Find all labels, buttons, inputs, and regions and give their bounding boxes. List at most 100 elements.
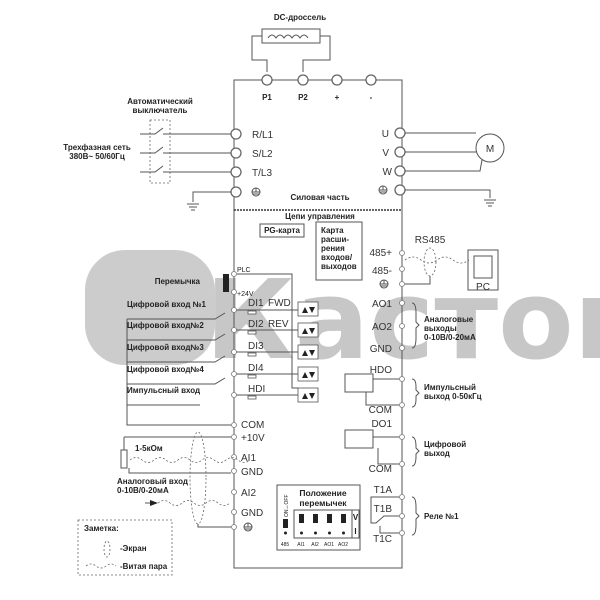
brace xyxy=(411,302,420,349)
terminal-v: V xyxy=(382,148,389,159)
terminal-485-plus: 485+ xyxy=(369,248,392,259)
input-label-hdi: Импульсный вход xyxy=(127,386,200,395)
terminal-t-l3: T/L3 xyxy=(252,168,272,179)
terminal-w: W xyxy=(383,167,393,178)
note-twisted: -Витая пара xyxy=(120,562,168,571)
terminal-gnd: GND xyxy=(370,344,392,355)
pc xyxy=(467,249,499,291)
ext-card-line: расши- xyxy=(321,235,349,244)
pot-label: 1-5кОм xyxy=(135,444,163,453)
arrow-icon xyxy=(150,500,158,506)
terminal-s-l2: S/L2 xyxy=(252,149,273,160)
jumper-col: AO2 xyxy=(338,542,348,548)
terminal-ao2: AO2 xyxy=(372,322,392,333)
terminal-ao1: AO1 xyxy=(372,299,392,310)
optocoupler-icon xyxy=(344,373,374,393)
analog-input-terminals: COM +10V AI1 GND AI2 GND xyxy=(231,420,265,532)
jumper-col: AI2 xyxy=(311,542,319,548)
relay-label: Реле №1 xyxy=(424,512,459,521)
jumper-positions: Положение перемычек ON↔OFF V I 485 AI1 A… xyxy=(276,484,361,551)
relay-contact xyxy=(370,496,399,534)
do-label: Цифровой xyxy=(424,440,466,449)
terminal-plus: + xyxy=(335,93,340,102)
terminal-do1: DO1 xyxy=(371,419,392,430)
ground-icon xyxy=(187,191,231,211)
dc-terminals: P1 P2 + - xyxy=(261,74,377,102)
ao-label: 0-10В/0-20мА xyxy=(424,333,476,342)
input-label-di1: Цифровой вход №1 xyxy=(127,300,207,309)
terminal-com: COM xyxy=(241,420,264,431)
ext-card-line: входов/ xyxy=(321,253,353,262)
ground-icon xyxy=(379,279,389,289)
control-section-label: Цепи управления xyxy=(285,212,355,221)
jumper-title: перемычек xyxy=(299,498,347,508)
on-off-label: ON↔OFF xyxy=(284,495,290,518)
terminal-com: COM xyxy=(369,405,392,416)
ao-label: выходы xyxy=(424,324,457,333)
ext-card-line: Карта xyxy=(321,226,344,235)
terminal-t1a: T1A xyxy=(374,485,393,496)
hdo-label: выход 0-50кГц xyxy=(424,392,482,401)
jumper-col: 485 xyxy=(281,542,290,548)
note-shield: -Экран xyxy=(120,544,147,553)
terminal-ai1: AI1 xyxy=(241,453,256,464)
terminal-t1b: T1B xyxy=(374,504,393,515)
jumper-title: Положение xyxy=(299,488,346,498)
terminal-p2: P2 xyxy=(298,93,308,102)
terminal-minus: - xyxy=(370,93,373,102)
rs485-label: RS485 xyxy=(415,235,446,246)
legend-note: Заметка: -Экран -Витая пара xyxy=(77,519,173,576)
motor-label: M xyxy=(486,144,494,155)
terminal-485-minus: 485- xyxy=(372,266,392,277)
expansion-card-label: Карта расши- рения входов/ выходов xyxy=(321,226,357,271)
analog-input-range: 0-10В/0-20мА xyxy=(117,486,169,495)
do-label: выход xyxy=(424,449,450,458)
terminal-p1: P1 xyxy=(262,93,272,102)
func-fwd: FWD xyxy=(268,298,291,309)
ext-card-line: рения xyxy=(321,244,345,253)
breaker-label: Автоматический xyxy=(127,97,193,106)
jumper xyxy=(223,274,229,292)
digital-inputs: Цифровой вход №1 Цифровой вход№2 Цифрово… xyxy=(126,298,319,426)
terminal-gnd: GND xyxy=(241,508,263,519)
ground-icon xyxy=(378,185,388,195)
terminal-t1c: T1C xyxy=(373,534,392,545)
mains-label: Трехфазная сеть xyxy=(63,143,131,152)
twisted-pair xyxy=(404,256,470,264)
hdo-label: Импульсный xyxy=(424,383,476,392)
terminal-gnd: GND xyxy=(241,467,263,478)
twisted-pair-icon xyxy=(85,563,117,569)
ext-card-line: выходов xyxy=(321,262,357,271)
potentiometer xyxy=(120,449,128,469)
expansion-card xyxy=(315,221,363,281)
terminal-ai2: AI2 xyxy=(241,488,256,499)
input-label-di4: Цифровой вход№4 xyxy=(127,365,204,374)
terminal-di4: DI4 xyxy=(248,363,264,374)
pc-label: PC xyxy=(476,282,490,293)
shield-icon xyxy=(103,540,111,558)
terminal-di1: DI1 xyxy=(248,298,264,309)
jumper-i: I xyxy=(354,527,356,536)
motor xyxy=(475,133,505,163)
terminal-hdo: HDO xyxy=(370,365,392,376)
circuit-breaker xyxy=(149,119,171,184)
mains-voltage: 380В~ 50/60Гц xyxy=(69,152,125,161)
terminal-u: U xyxy=(382,129,389,140)
input-label-di2: Цифровой вход№2 xyxy=(127,321,204,330)
jumper-col: AI1 xyxy=(297,542,305,548)
inductor-coil-icon xyxy=(267,34,309,39)
shield xyxy=(189,431,207,525)
optocoupler-icon xyxy=(344,429,374,449)
jumper-col: AO1 xyxy=(324,542,334,548)
func-rev: REV xyxy=(268,319,289,330)
jumper-v: V xyxy=(353,513,359,522)
pg-card-label: PG-карта xyxy=(264,226,300,235)
jumper-label: Перемычка xyxy=(155,277,201,286)
input-label-di3: Цифровой вход№3 xyxy=(127,343,204,352)
power-section-label: Силовая часть xyxy=(290,193,349,202)
terminal-plc: PLC xyxy=(237,267,251,274)
terminal-hdi: HDI xyxy=(248,384,265,395)
terminal-24v: +24V xyxy=(237,291,254,298)
